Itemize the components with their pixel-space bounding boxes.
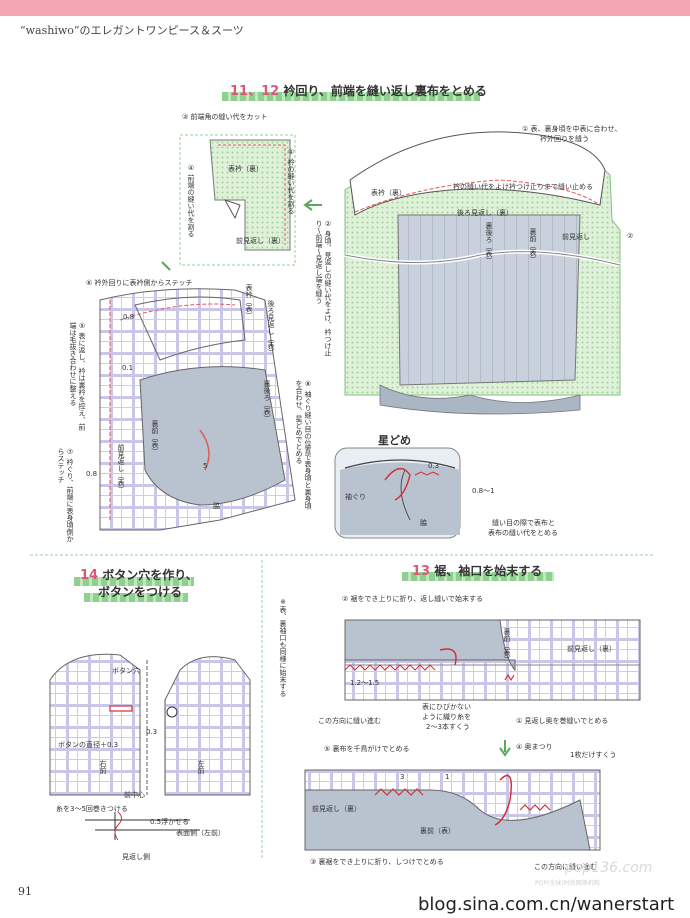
label-ushiro-mikaeshi-omote: 後ろ見返し（表） (267, 300, 275, 356)
section-13-underline (402, 572, 554, 581)
section-14-title2: ボタンをつける (98, 585, 183, 599)
label-diameter: ボタンの直径＋0.3 (58, 741, 119, 749)
label-ushiro-mikaeshi-ura: 後ろ見返し（裏） (457, 209, 513, 217)
label-collar-seam: 衿の縫い代をよけ衿つけ止りまで縫い止める (453, 183, 593, 191)
hoshidome-note1: 縫い目の際で表布と (492, 519, 555, 527)
label-step4: ④ 衿の縫い代を割る (287, 148, 295, 215)
label-13-tip2: ように織り糸を (422, 713, 471, 721)
section-13-number: 13 (412, 564, 431, 579)
section-14-underline (74, 577, 194, 586)
label-13-tip1: 表にひびかない (422, 703, 471, 711)
label-m08b: 0.8 (86, 470, 98, 478)
section-11-12-title: 11、12 衿回り、前端を縫い返し裏布をとめる (230, 80, 487, 99)
label-mae-mikaeshi: 前見返し (562, 233, 590, 241)
label-13-direction2: この方向に縫い進む (534, 863, 597, 871)
hoshidome-waki: 脇 (420, 519, 427, 527)
label-13-step5: ⑤ 裏布を千鳥がけでとめる (324, 745, 410, 753)
hoshidome-note2: 表布の縫い代をとめる (488, 529, 558, 537)
label-m5: 5 (203, 462, 208, 470)
collar-corner-detail (179, 134, 296, 266)
hoshidome-sodeguri: 袖ぐり (345, 493, 366, 501)
label-float: 0.5浮かせる (150, 818, 190, 826)
label-13-m1: 1 (445, 773, 450, 781)
blog-url[interactable]: blog.sina.com.cn/wanerstart (418, 894, 675, 915)
label-thread: 糸を3〜5回巻きつける (56, 805, 128, 813)
hoshidome-detail (334, 447, 461, 539)
label-13-step2: ② 裾をでき上りに折り、返し縫いで始末する (342, 595, 484, 603)
hoshidome-m081: 0.8〜1 (472, 487, 495, 495)
label-ura-mae-omote: 裏前（表） (529, 228, 537, 263)
label-step2: ② (627, 232, 634, 240)
label-m08a: 0.8 (123, 313, 135, 321)
label-13-step3: ③ 裏裾をでき上りに折り、しつけでとめる (310, 858, 444, 866)
label-step1: ① 表、裏身頃を中表に合わせ、 (522, 125, 622, 133)
hem-diagram-bottom (304, 740, 601, 851)
label-step5: ⑤ 表に返し、衿は裏衿を控え、前端は毛抜き合わせに整える (69, 322, 86, 431)
label-waki: 脇 (213, 502, 220, 510)
label-ura-ushiro-omote: 裏後ろ（表） (485, 222, 493, 264)
label-13-m1215: 1.2〜1.5 (350, 679, 380, 687)
label-13-mae-mikaeshi: 前見返し（裏） (567, 645, 616, 653)
section-14-number: 14 (80, 568, 99, 583)
watermark-subtext: POP(全球)时尚网络机构 (535, 880, 600, 887)
watermark-logo: pop136.com (565, 860, 653, 876)
front-lining-diagram (99, 288, 296, 531)
label-13-vertical-note: ※表、裏袖口も同様に始末する (279, 598, 287, 697)
label-step6: ⑥ 衿外回りに表衿側からステッチ (86, 279, 193, 287)
magazine-header: “washiwo”のエレガントワンピース＆スーツ (20, 24, 244, 37)
label-left-front: 左前 (197, 760, 205, 774)
section-title-text: 衿回り、前端を縫い返し裏布をとめる (283, 84, 487, 98)
section-14-title1: ボタン穴を作り、 (102, 568, 198, 582)
hoshidome-title: 星どめ (378, 434, 411, 447)
label-ura-ushiro-omote2: 裏後ろ（表） (263, 380, 271, 422)
section-14-underline-2 (84, 593, 188, 602)
label-13-m3: 3 (400, 773, 405, 781)
label-button-hole: ボタン穴 (112, 667, 140, 675)
label-mae-mikaeshi-omote: 前見返し（表） (117, 444, 125, 493)
label-13-mae-mikaeshi2: 前見返し（裏） (312, 805, 361, 813)
button-diagram (49, 653, 251, 841)
label-13-step1: ① 見返し奥を巻縫いでとめる (516, 717, 609, 725)
section-title-underline (222, 92, 480, 101)
label-step3: ③ 前端角の縫い代をカット (182, 113, 268, 121)
label-13-tip3: 2〜3本すくう (426, 723, 470, 731)
label-step8: ⑧ 袖ぐり縫い目の位置で表身頃と裏身頃を合わせ、星どめでとめる (295, 380, 312, 510)
label-13-direction1: この方向に縫い進む (318, 717, 381, 725)
label-13-ura-mae: 裏前（表） (503, 628, 511, 663)
label-mae-mikaeshi-ura: 前見返し（裏） (236, 237, 285, 245)
label-step2-vertical: ② 身頃、見返しの縫い代をよけ、衿つけ止り〜前端〜見返し端を縫う (315, 220, 332, 357)
section-13-title: 13 裾、袖口を始末する (412, 562, 542, 579)
section-13-title-text: 裾、袖口を始末する (434, 564, 543, 578)
hoshidome-m03: 0.3 (428, 462, 440, 470)
label-omote-eri-omote: 表衿（表） (245, 284, 253, 319)
label-step7: ⑦ 衿ぐり、前端に表身頃側からステッチ (57, 448, 74, 543)
label-13-ura-mae2: 裏前（表） (420, 827, 455, 835)
label-ura-mae-omote2: 裏前（表） (151, 420, 159, 455)
label-m01: 0.1 (122, 364, 134, 372)
label-13-one-layer: 1枚だけすくう (570, 751, 617, 759)
label-omote-eri-ura: 表衿（裏） (228, 165, 263, 173)
label-center-front: 前中心 (124, 791, 145, 799)
section-14-title-line1: 14 ボタン穴を作り、 (80, 566, 198, 583)
top-color-band (0, 0, 690, 16)
page-number: 91 (18, 885, 32, 898)
label-facing-side: 見返し側 (122, 853, 150, 861)
section-number: 11、12 (230, 84, 280, 99)
label-step4b: ④ 前端の縫い代を割る (187, 164, 195, 238)
label-surface: 表面側（左前） (176, 829, 225, 837)
label-m03: 0.3 (146, 728, 158, 736)
label-omote-eri-ura2: 表衿（裏） (371, 189, 406, 197)
label-right-front: 右前 (99, 760, 107, 774)
hem-diagram-top (344, 619, 641, 701)
label-step1b: 衿外回りを縫う (540, 135, 589, 143)
label-13-step4: ④ 奥まつり (516, 743, 553, 751)
collar-assembly-diagram (344, 131, 621, 415)
